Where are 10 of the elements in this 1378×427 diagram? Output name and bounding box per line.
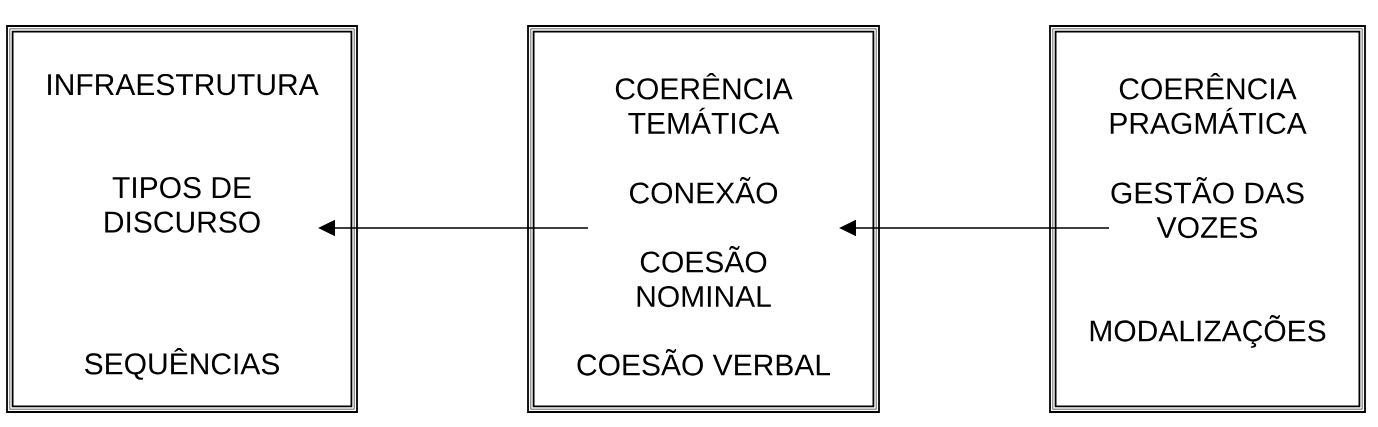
box-text: SEQUÊNCIAS (85, 348, 279, 380)
box-text: COESÃO NOMINAL (637, 246, 771, 308)
box-heading: INFRAESTRUTURA (48, 74, 319, 96)
box-heading: COERÊNCIA PRAGMÁTICA (1110, 73, 1307, 134)
box-text: CONEXÃO (630, 177, 778, 204)
box-text: MODALIZAÇÕES (1090, 315, 1326, 348)
box-text: COESÃO VERBAL (577, 349, 830, 376)
box-text: GESTÃO DAS VOZES (1111, 177, 1304, 239)
box-heading: COERÊNCIA TEMÁTICA (615, 73, 793, 134)
box-text: TIPOS DE DISCURSO (105, 177, 260, 233)
